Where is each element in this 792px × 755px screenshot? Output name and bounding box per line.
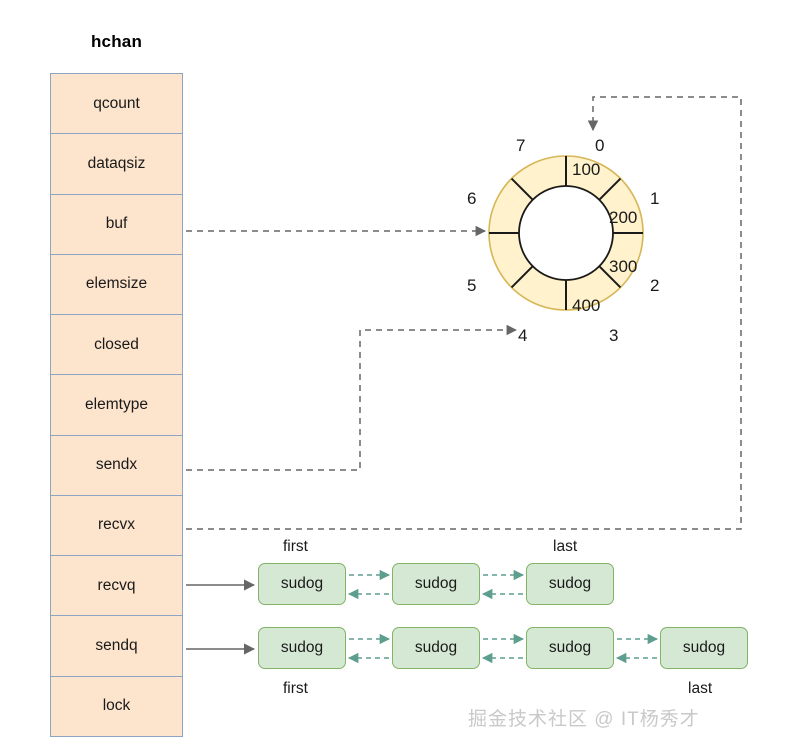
ring-index-2: 2 [650, 276, 660, 295]
recvq-first-label: first [283, 538, 308, 555]
sendq-last-label: last [688, 680, 713, 697]
recvq-sudog-1[interactable]: sudog [258, 563, 346, 605]
ring-index-7: 7 [516, 136, 526, 155]
struct-field-label: sendx [95, 456, 138, 474]
struct-field-label: elemsize [85, 275, 148, 293]
ring-index-6: 6 [467, 189, 477, 208]
struct-field-recvx: recvx [50, 494, 183, 557]
sendq-sudog-2[interactable]: sudog [392, 627, 480, 669]
connector-sendx-to-slot4 [186, 324, 518, 471]
ring-index-5: 5 [467, 276, 477, 295]
struct-field-lock: lock [50, 675, 183, 737]
ring-index-4: 4 [518, 326, 528, 345]
sudog-label: sudog [548, 639, 592, 656]
sendq-sudog-3[interactable]: sudog [526, 627, 614, 669]
struct-field-label: buf [105, 215, 128, 233]
sudog-label: sudog [414, 575, 458, 592]
struct-field-elemtype: elemtype [50, 374, 183, 436]
ring-index-1: 1 [650, 189, 660, 208]
recvq-last-label: last [553, 538, 578, 555]
watermark: 掘金技术社区 @ IT杨秀才 [468, 709, 700, 730]
struct-field-qcount: qcount [50, 73, 183, 135]
sudog-label: sudog [280, 639, 324, 656]
ring-value-slot-1: 200 [609, 208, 638, 227]
recvq-sudog-2[interactable]: sudog [392, 563, 480, 605]
struct-field-label: recvx [97, 516, 136, 534]
ring-value-slot-3: 400 [572, 296, 601, 315]
ring-buffer: 0 1 2 3 4 5 6 7 100 200 300 400 [467, 137, 659, 344]
struct-field-label: lock [102, 697, 131, 715]
hchan-struct: qcount dataqsiz buf elemsize closed elem… [50, 73, 183, 737]
struct-field-recvq: recvq [50, 555, 183, 617]
ring-value-slot-0: 100 [572, 160, 601, 179]
ring-buffer-svg [488, 155, 644, 311]
struct-field-closed: closed [50, 314, 183, 376]
sudog-label: sudog [414, 639, 458, 656]
sudog-label: sudog [548, 575, 592, 592]
sendq-sudog-4[interactable]: sudog [660, 627, 748, 669]
struct-field-buf: buf [50, 193, 183, 255]
struct-field-label: qcount [93, 94, 140, 112]
connector-recvx-to-slot0 [186, 96, 742, 530]
sendq-first-label: first [283, 680, 308, 697]
page-title: hchan [90, 32, 143, 51]
struct-field-label: closed [94, 335, 139, 353]
sudog-label: sudog [682, 639, 726, 656]
struct-field-label: elemtype [85, 395, 148, 413]
ring-index-3: 3 [609, 326, 619, 345]
struct-field-label: sendq [95, 637, 138, 655]
ring-index-0: 0 [595, 136, 605, 155]
struct-field-dataqsiz: dataqsiz [50, 133, 183, 195]
struct-field-sendx: sendx [50, 434, 183, 496]
recvq-sudog-3[interactable]: sudog [526, 563, 614, 605]
struct-field-elemsize: elemsize [50, 253, 183, 316]
ring-inner-circle [518, 185, 614, 281]
sendq-sudog-1[interactable]: sudog [258, 627, 346, 669]
struct-field-label: recvq [97, 576, 136, 594]
struct-field-label: dataqsiz [87, 154, 146, 172]
struct-field-sendq: sendq [50, 615, 183, 677]
ring-value-slot-2: 300 [609, 257, 638, 276]
sudog-label: sudog [280, 575, 324, 592]
